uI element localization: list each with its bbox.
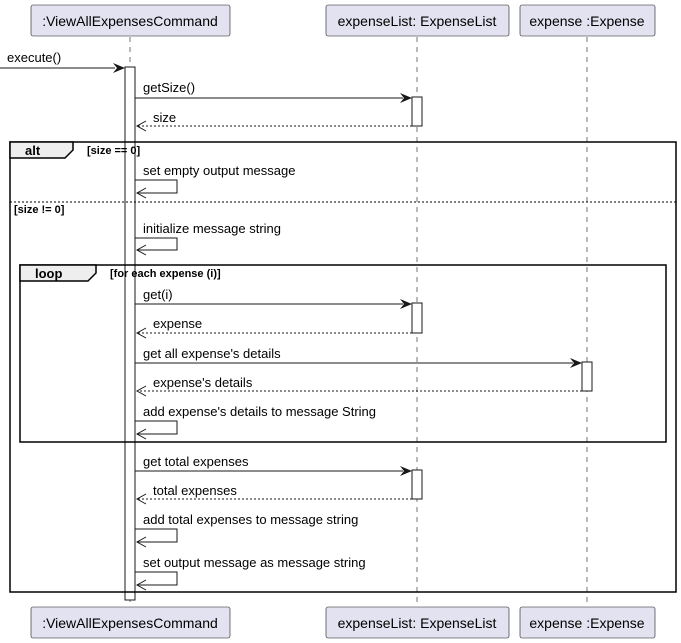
message-label: execute() <box>7 50 61 65</box>
message-get-i: get(i) <box>135 287 412 309</box>
message-label: total expenses <box>153 483 237 498</box>
message-label: expense's details <box>153 375 253 390</box>
message-label: set empty output message <box>143 163 295 178</box>
alt-fragment: alt [size == 0] [size != 0] <box>9 141 677 593</box>
alt-guard-size-nonzero: [size != 0] <box>14 204 65 216</box>
participant-label: :ViewAllExpensesCommand <box>42 13 218 29</box>
message-get-size: getSize() <box>135 80 412 103</box>
message-label: add total expenses to message string <box>143 512 358 527</box>
message-execute: execute() <box>0 50 125 73</box>
participant-label: expenseList: ExpenseList <box>338 615 497 631</box>
alt-guard-size-zero: [size == 0] <box>87 145 141 157</box>
alt-label: alt <box>25 143 41 158</box>
loop-label: loop <box>35 266 62 281</box>
participant-label: expenseList: ExpenseList <box>338 13 497 29</box>
message-set-output: set output message as message string <box>135 555 366 591</box>
message-total-return: total expenses <box>135 483 412 505</box>
message-add-total: add total expenses to message string <box>135 512 358 548</box>
message-details-return: expense's details <box>135 375 582 397</box>
message-set-empty-output: set empty output message <box>135 163 295 199</box>
message-label: size <box>153 110 176 125</box>
message-label: add expense's details to message String <box>143 404 376 419</box>
message-label: get total expenses <box>143 454 249 469</box>
participant-top-cmd: :ViewAllExpensesCommand <box>30 4 231 37</box>
message-label: initialize message string <box>143 221 281 236</box>
message-add-details: add expense's details to message String <box>135 404 376 440</box>
message-label: get(i) <box>143 287 173 302</box>
participant-label: expense :Expense <box>529 615 644 631</box>
activation-list-get <box>411 302 423 334</box>
loop-guard: [for each expense (i)] <box>110 268 221 280</box>
loop-fragment: loop [for each expense (i)] <box>19 264 667 443</box>
message-label: get all expense's details <box>143 346 281 361</box>
message-size-return: size <box>135 110 412 132</box>
message-label: expense <box>153 316 202 331</box>
message-expense-return: expense <box>135 316 412 339</box>
activation-expense-details <box>581 361 593 392</box>
participant-bottom-list: expenseList: ExpenseList <box>325 606 510 639</box>
message-get-total: get total expenses <box>135 454 412 476</box>
message-get-details: get all expense's details <box>135 346 582 368</box>
activation-cmd <box>124 66 136 601</box>
activation-list-total <box>411 469 423 500</box>
participant-bottom-cmd: :ViewAllExpensesCommand <box>30 606 231 639</box>
message-initialize-string: initialize message string <box>135 221 281 256</box>
message-label: getSize() <box>143 80 195 95</box>
message-label: set output message as message string <box>143 555 366 570</box>
activation-list-getsize <box>411 96 423 127</box>
participant-bottom-expense: expense :Expense <box>519 606 656 639</box>
participant-top-expense: expense :Expense <box>519 4 656 37</box>
participant-label: expense :Expense <box>529 13 644 29</box>
participant-top-list: expenseList: ExpenseList <box>325 4 510 37</box>
participant-label: :ViewAllExpensesCommand <box>42 615 218 631</box>
